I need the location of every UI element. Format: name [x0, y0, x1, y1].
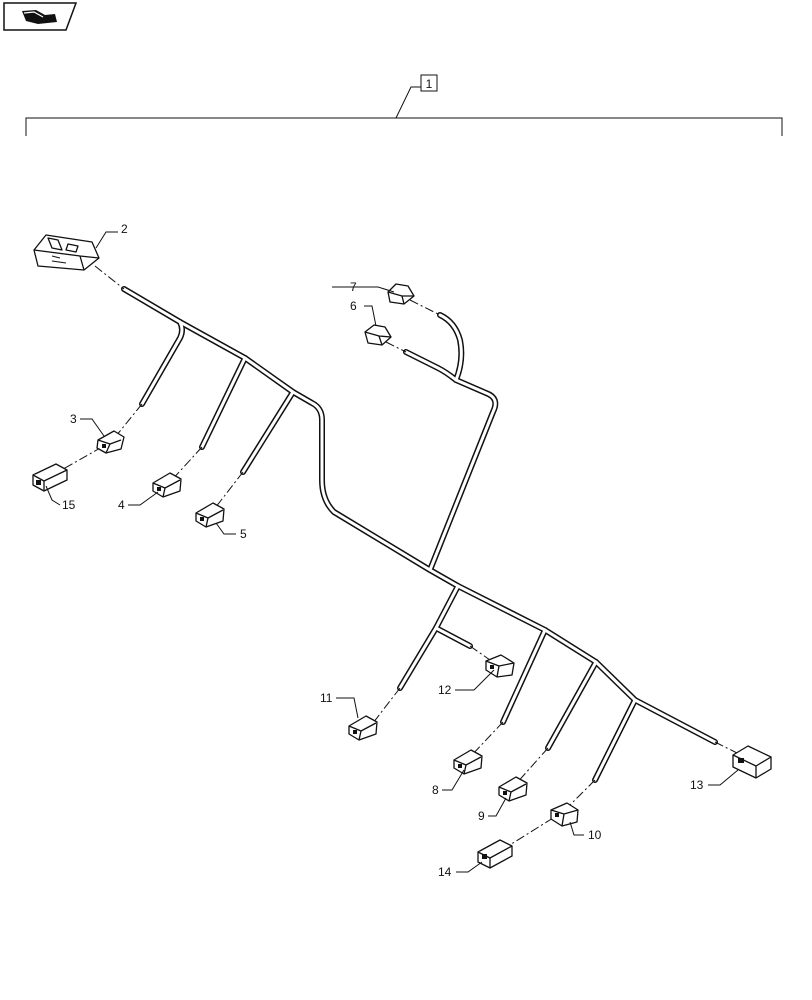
connector-13[interactable] — [732, 745, 772, 779]
callout-2: 2 — [121, 222, 128, 236]
book-page-icon[interactable] — [3, 2, 78, 31]
callout-5: 5 — [240, 527, 247, 541]
connector-10[interactable] — [550, 802, 579, 827]
connection-lines — [57, 265, 742, 849]
callout-1: 1 — [426, 77, 433, 91]
connector-4[interactable] — [152, 472, 182, 498]
connector-5[interactable] — [195, 502, 225, 528]
connector-3[interactable] — [96, 430, 125, 454]
callout-13: 13 — [690, 778, 704, 792]
harness-wires — [121, 286, 718, 783]
connector-14[interactable] — [477, 839, 513, 869]
callout-6: 6 — [350, 299, 357, 313]
callout-7: 7 — [350, 280, 357, 294]
callout-8: 8 — [432, 783, 439, 797]
callout-10: 10 — [588, 828, 602, 842]
callout-14: 14 — [438, 865, 452, 879]
connector-15[interactable] — [32, 463, 68, 492]
callout-leaders — [45, 231, 739, 873]
connector-2[interactable] — [33, 234, 100, 271]
callout-labels: 2 3 4 5 6 7 8 9 10 11 12 13 14 15 — [62, 222, 704, 879]
callout-11: 11 — [320, 691, 333, 705]
connector-7[interactable] — [387, 283, 415, 305]
connector-8[interactable] — [453, 749, 483, 775]
callout-9: 9 — [478, 809, 485, 823]
connector-9[interactable] — [498, 776, 528, 802]
callout-15: 15 — [62, 498, 76, 512]
assembly-bracket: 1 — [25, 74, 783, 136]
callout-4: 4 — [118, 498, 125, 512]
callout-3: 3 — [70, 412, 77, 426]
callout-12: 12 — [438, 683, 452, 697]
connector-11[interactable] — [348, 715, 378, 741]
connector-6[interactable] — [364, 324, 392, 346]
